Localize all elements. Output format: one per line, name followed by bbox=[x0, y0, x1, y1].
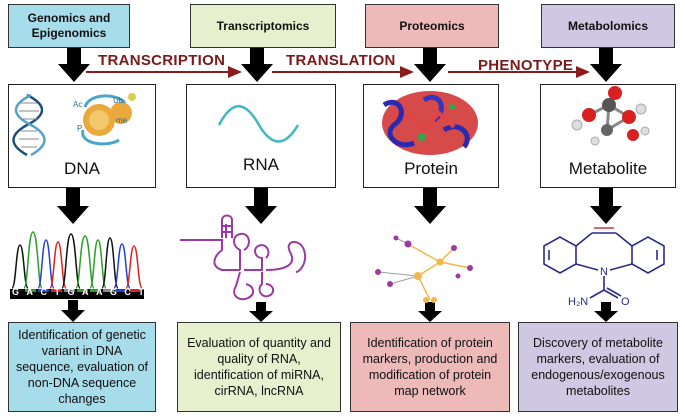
down-arrow-icon bbox=[245, 188, 277, 224]
header-proteomics: Proteomics bbox=[365, 4, 499, 48]
seq-letter: C bbox=[124, 287, 131, 297]
protein-network-icon bbox=[375, 235, 473, 303]
header-metabolomics-label: Metabolomics bbox=[567, 18, 648, 33]
down-arrow-icon bbox=[418, 302, 442, 322]
chromatogram-icon bbox=[10, 231, 144, 299]
down-arrow-icon bbox=[58, 48, 90, 82]
rna-secondary-structure-icon bbox=[180, 214, 306, 301]
chem-label-amine: H₂N bbox=[568, 296, 588, 308]
nucleosome-icon bbox=[81, 93, 136, 146]
down-arrow-icon bbox=[590, 188, 622, 224]
seq-letter: A bbox=[26, 287, 34, 297]
seq-letter: A bbox=[95, 287, 103, 297]
panel-rna: RNA bbox=[186, 84, 336, 188]
process-translation: TRANSLATION bbox=[286, 52, 396, 69]
description-transcriptomics: Evaluation of quantity and quality of RN… bbox=[177, 322, 341, 412]
seq-letter: T bbox=[138, 287, 144, 297]
seq-letter: A bbox=[81, 287, 89, 297]
metabolite-model-icon bbox=[571, 86, 650, 146]
panel-metabolite: Metabolite bbox=[540, 84, 676, 188]
seq-letter: G bbox=[67, 287, 75, 297]
molecule-label-rna: RNA bbox=[243, 155, 279, 174]
header-genomics-label: Genomics and Epigenomics bbox=[27, 11, 111, 40]
down-arrow-icon bbox=[590, 48, 622, 82]
description-proteomics-text: Identification of protein markers, produ… bbox=[362, 336, 498, 398]
chromatin-label-me: me bbox=[116, 116, 128, 125]
description-metabolomics-text: Discovery of metabolite markers, evaluat… bbox=[531, 336, 665, 398]
description-genomics-text: Identification of genetic variant in DNA… bbox=[15, 328, 149, 406]
down-arrow-icon bbox=[241, 48, 273, 82]
chromatin-label-ub: Ub bbox=[113, 96, 124, 105]
description-transcriptomics-text: Evaluation of quantity and quality of RN… bbox=[187, 336, 331, 398]
header-transcriptomics: Transcriptomics bbox=[190, 4, 336, 48]
molecule-label-dna: DNA bbox=[64, 159, 100, 178]
protein-structure-icon bbox=[382, 91, 478, 155]
dna-helix-icon: Ac Ub me P bbox=[12, 93, 136, 157]
chromatin-label-ac: Ac bbox=[73, 100, 82, 109]
chemical-structure-icon bbox=[543, 227, 665, 299]
seq-letter: T bbox=[54, 287, 60, 297]
description-proteomics: Identification of protein markers, produ… bbox=[350, 322, 510, 412]
description-genomics: Identification of genetic variant in DNA… bbox=[8, 322, 156, 412]
down-arrow-icon bbox=[414, 188, 446, 224]
down-arrow-icon bbox=[249, 302, 273, 322]
panel-dna: Ac Ub me P DNA bbox=[8, 84, 156, 188]
process-phenotype: PHENOTYPE bbox=[478, 57, 574, 74]
description-metabolomics: Discovery of metabolite markers, evaluat… bbox=[518, 322, 678, 412]
header-genomics: Genomics and Epigenomics bbox=[8, 4, 130, 48]
down-arrow-icon bbox=[57, 188, 89, 224]
down-arrow-icon bbox=[594, 302, 618, 322]
chromatin-label-p: P bbox=[77, 124, 82, 133]
dna-sequence-letters: G A C T G A A G C T bbox=[12, 287, 144, 297]
header-transcriptomics-label: Transcriptomics bbox=[216, 18, 310, 33]
seq-letter: G bbox=[12, 287, 20, 297]
chem-label-nitrogen: N bbox=[600, 266, 608, 278]
down-arrow-icon bbox=[414, 48, 446, 82]
molecule-label-metabolite: Metabolite bbox=[568, 159, 648, 178]
panel-protein: Protein bbox=[363, 84, 499, 188]
rna-strand-icon bbox=[217, 105, 300, 143]
process-transcription: TRANSCRIPTION bbox=[98, 52, 226, 69]
seq-letter: C bbox=[40, 287, 47, 297]
down-arrow-icon bbox=[61, 300, 85, 322]
header-metabolomics: Metabolomics bbox=[541, 4, 675, 48]
header-proteomics-label: Proteomics bbox=[399, 18, 465, 33]
molecule-label-protein: Protein bbox=[404, 159, 458, 178]
seq-letter: G bbox=[109, 287, 117, 297]
chem-label-oxygen: O bbox=[621, 296, 630, 308]
